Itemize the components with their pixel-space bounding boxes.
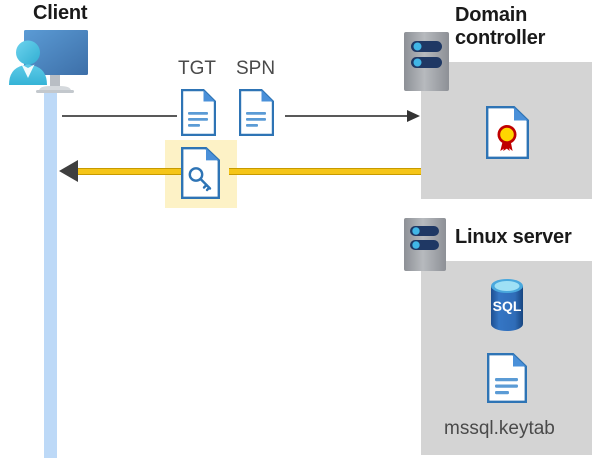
domain-controller-title-line-1: Domain [455,4,528,26]
certificate-document-icon [486,106,529,159]
domain-controller-title-line-2: controller [455,27,546,49]
page-title-client: Client [33,2,88,24]
request-line-left-segment [62,115,177,117]
service-ticket-document-icon [181,147,220,199]
response-gold-line-right-segment [229,168,421,175]
domain-controller-server-icon [404,32,449,91]
page-title-domain-controller: Domain controller [455,4,595,50]
keytab-document-icon [487,353,527,403]
sql-database-icon: SQL [485,278,529,332]
page-title-linux-server: Linux server [455,226,572,248]
sql-icon-label: SQL [493,298,522,314]
request-line-right-segment [285,115,410,117]
spn-label: SPN [236,58,276,79]
response-arrowhead-icon [59,160,78,182]
spn-document-icon [239,89,274,136]
response-gold-line-left-segment [74,168,183,175]
client-lifeline [44,92,57,458]
request-arrowhead-icon [407,110,420,122]
tgt-label: TGT [178,58,216,79]
keytab-file-label: mssql.keytab [444,418,555,439]
linux-server-icon [404,218,446,271]
client-icon [6,27,114,99]
tgt-document-icon [181,89,216,136]
